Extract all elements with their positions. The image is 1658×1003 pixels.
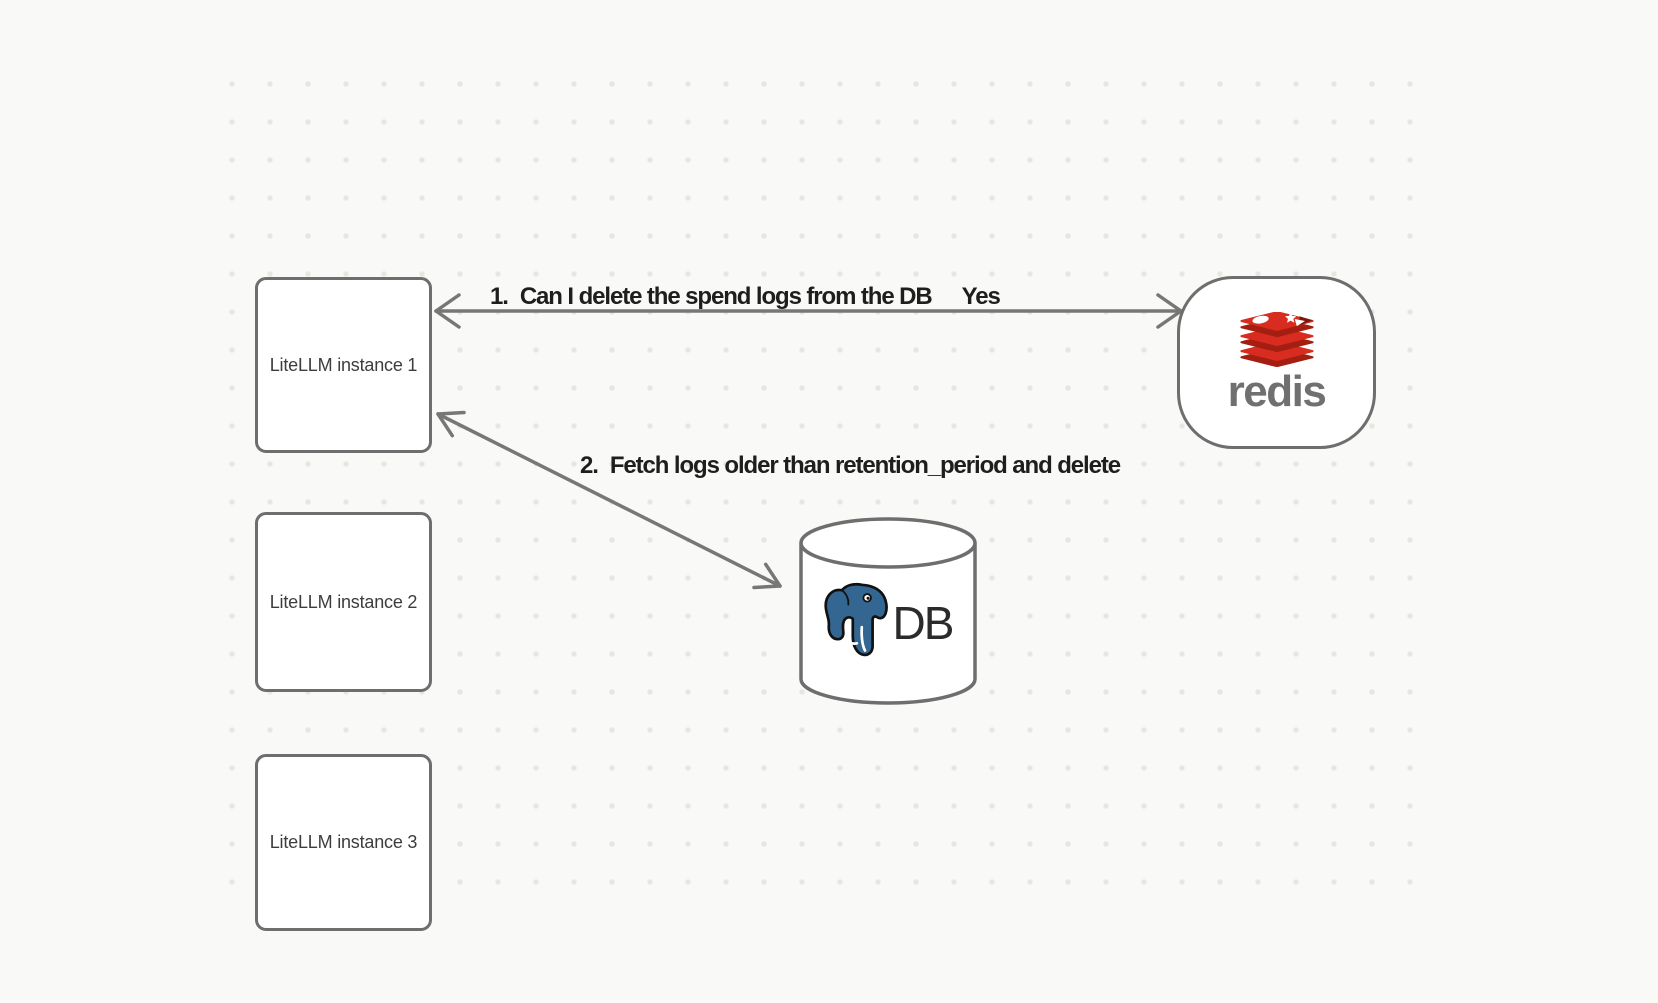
node-litellm-instance-1: LiteLLM instance 1 bbox=[255, 277, 432, 453]
edge-fetch-delete-arrow bbox=[436, 410, 782, 590]
postgresql-elephant-icon bbox=[823, 582, 888, 656]
edge-ask-redis-reply: Yes bbox=[961, 283, 1001, 310]
edge-fetch-delete-label: 2. Fetch logs older than retention_perio… bbox=[580, 452, 1121, 481]
node-litellm-instance-2: LiteLLM instance 2 bbox=[255, 512, 432, 692]
redis-stack-icon bbox=[1239, 311, 1314, 367]
db-cylinder-shape bbox=[799, 517, 977, 705]
db-label: DB bbox=[892, 597, 955, 649]
edge-fetch-delete-number: 2. bbox=[580, 452, 599, 479]
node-litellm-instance-3-label: LiteLLM instance 3 bbox=[269, 832, 418, 852]
node-db: DB bbox=[798, 516, 978, 706]
edge-fetch-delete-text: Fetch logs older than retention_period a… bbox=[609, 452, 1121, 479]
node-litellm-instance-2-label: LiteLLM instance 2 bbox=[269, 591, 418, 612]
node-litellm-instance-3: LiteLLM instance 3 bbox=[255, 754, 432, 931]
edge-ask-redis-text: Can I delete the spend logs from the DB bbox=[519, 283, 933, 310]
edge-ask-redis-number: 1. bbox=[490, 283, 509, 310]
node-redis: redis bbox=[1177, 276, 1376, 449]
node-litellm-instance-1-label: LiteLLM instance 1 bbox=[269, 354, 418, 375]
edge-ask-redis-label: 1. Can I delete the spend logs from the … bbox=[490, 283, 1001, 312]
redis-wordmark: redis bbox=[1227, 366, 1327, 416]
db-content: DB bbox=[798, 568, 978, 678]
